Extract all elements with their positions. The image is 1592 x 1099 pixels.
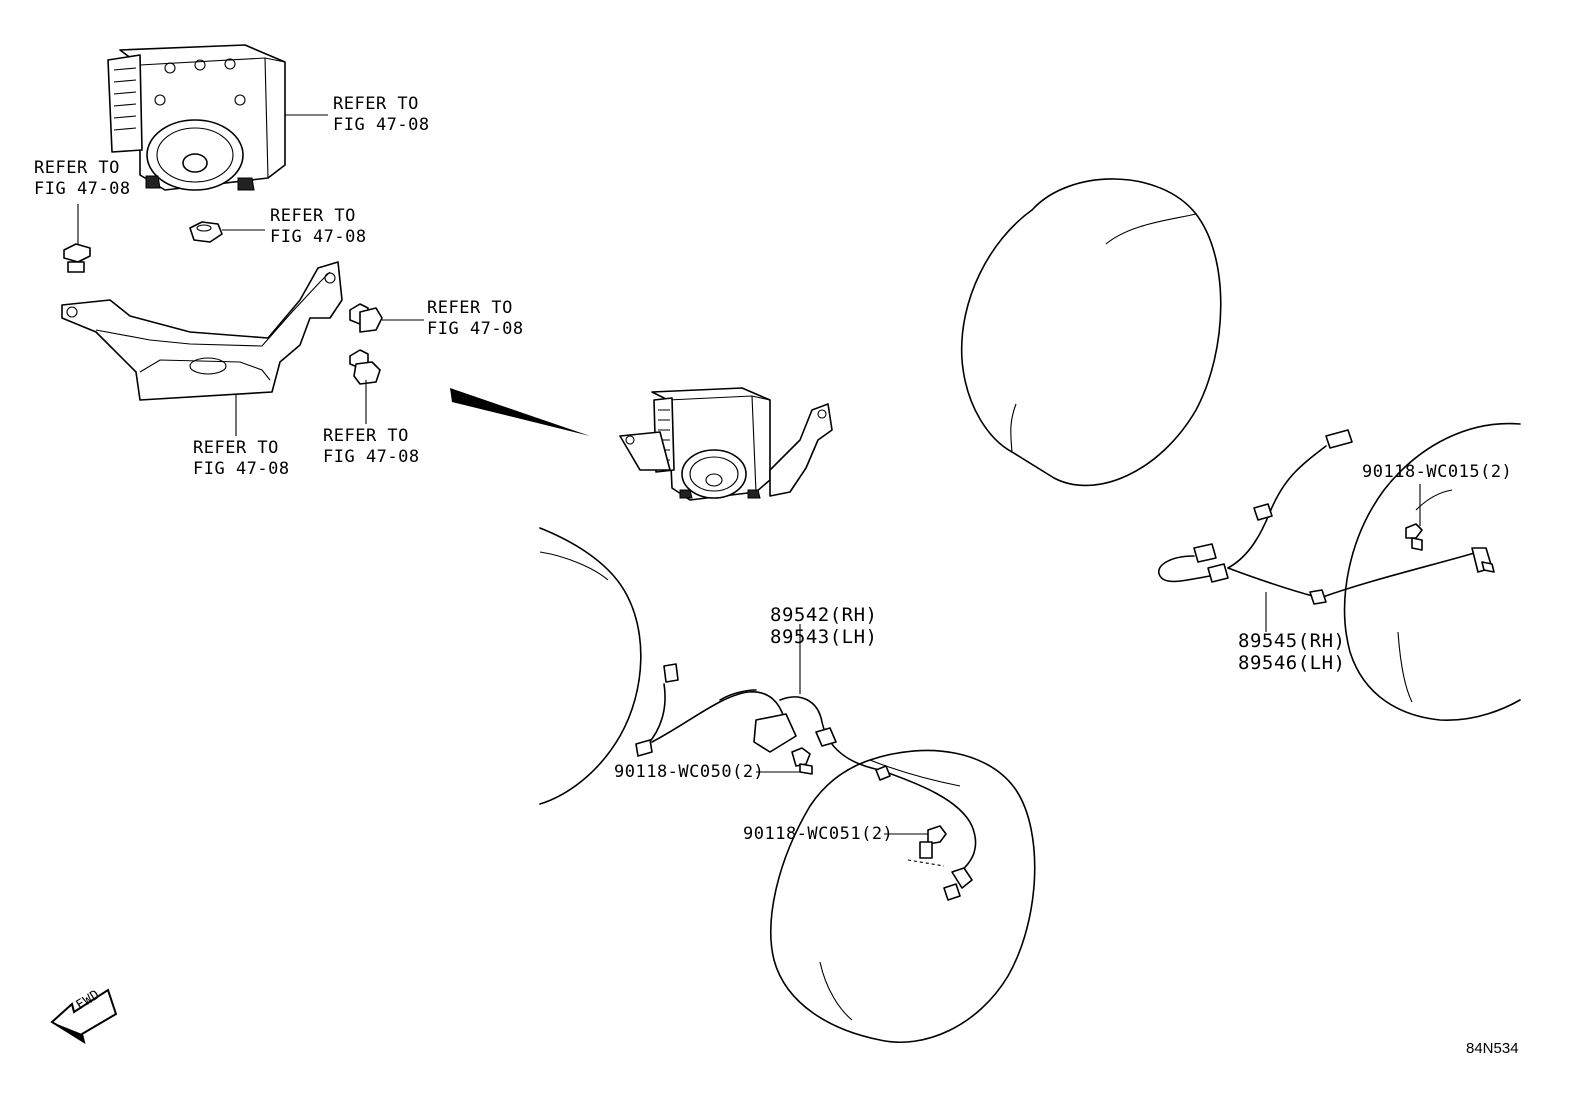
refer-line-2: FIG 47-08 [333,115,430,135]
bolt-front-1 [756,747,813,775]
bolt-front-2 [884,825,947,867]
part-label-bolt-front-2[interactable]: 90118-WC051(2) [743,824,894,844]
front-wheel-right [770,749,1036,1044]
part-number-rh[interactable]: 89542(RH) [770,604,878,626]
rear-wheel-right [1343,422,1521,721]
bolt-left [63,204,91,273]
part-number-lh[interactable]: 89543(LH) [770,626,878,648]
part-number-lh[interactable]: 89546(LH) [1238,652,1346,674]
refer-label-grommet: REFER TO FIG 47-08 [270,206,367,248]
refer-line-2: FIG 47-08 [427,319,524,339]
part-label-bolt-front-1[interactable]: 90118-WC050(2) [614,762,765,782]
refer-line-2: FIG 47-08 [193,459,290,479]
bolt-rear [1405,484,1423,551]
refer-label-bracket-bolt-upper: REFER TO FIG 47-08 [427,298,524,340]
front-speed-sensor [635,624,977,901]
bracket-bolt-upper [349,303,424,333]
front-wheel-left [539,527,642,805]
part-number-rh[interactable]: 89545(RH) [1238,630,1346,652]
mounting-bracket [61,261,343,436]
refer-label-bolt-left: REFER TO FIG 47-08 [34,158,131,200]
rear-wheel-upper [960,178,1222,487]
grommet [189,221,265,243]
refer-label-modulator: REFER TO FIG 47-08 [333,94,430,136]
diagram-code: 84N534 [1466,1040,1519,1057]
rear-speed-sensor [1157,429,1495,632]
refer-line-1: REFER TO [34,158,120,178]
refer-line-2: FIG 47-08 [270,227,367,247]
part-label-bolt-rear[interactable]: 90118-WC015(2) [1362,462,1513,482]
refer-line-2: FIG 47-08 [323,447,420,467]
abs-actuator-exploded [107,44,328,191]
refer-label-bracket: REFER TO FIG 47-08 [193,438,290,480]
part-label-rear-sensor[interactable]: 89545(RH) 89546(LH) [1238,630,1345,674]
refer-line-2: FIG 47-08 [34,179,131,199]
refer-line-1: REFER TO [270,206,356,226]
bracket-bolt-lower [349,349,381,424]
assembly-pointer [450,388,590,436]
refer-line-1: REFER TO [333,94,419,114]
refer-line-1: REFER TO [193,438,279,458]
part-label-front-sensor[interactable]: 89542(RH) 89543(LH) [770,604,877,648]
refer-line-1: REFER TO [323,426,409,446]
refer-line-1: REFER TO [427,298,513,318]
fwd-arrow [50,988,118,1045]
refer-label-bracket-bolt-lower: REFER TO FIG 47-08 [323,426,420,468]
abs-actuator-assembled [619,387,833,501]
